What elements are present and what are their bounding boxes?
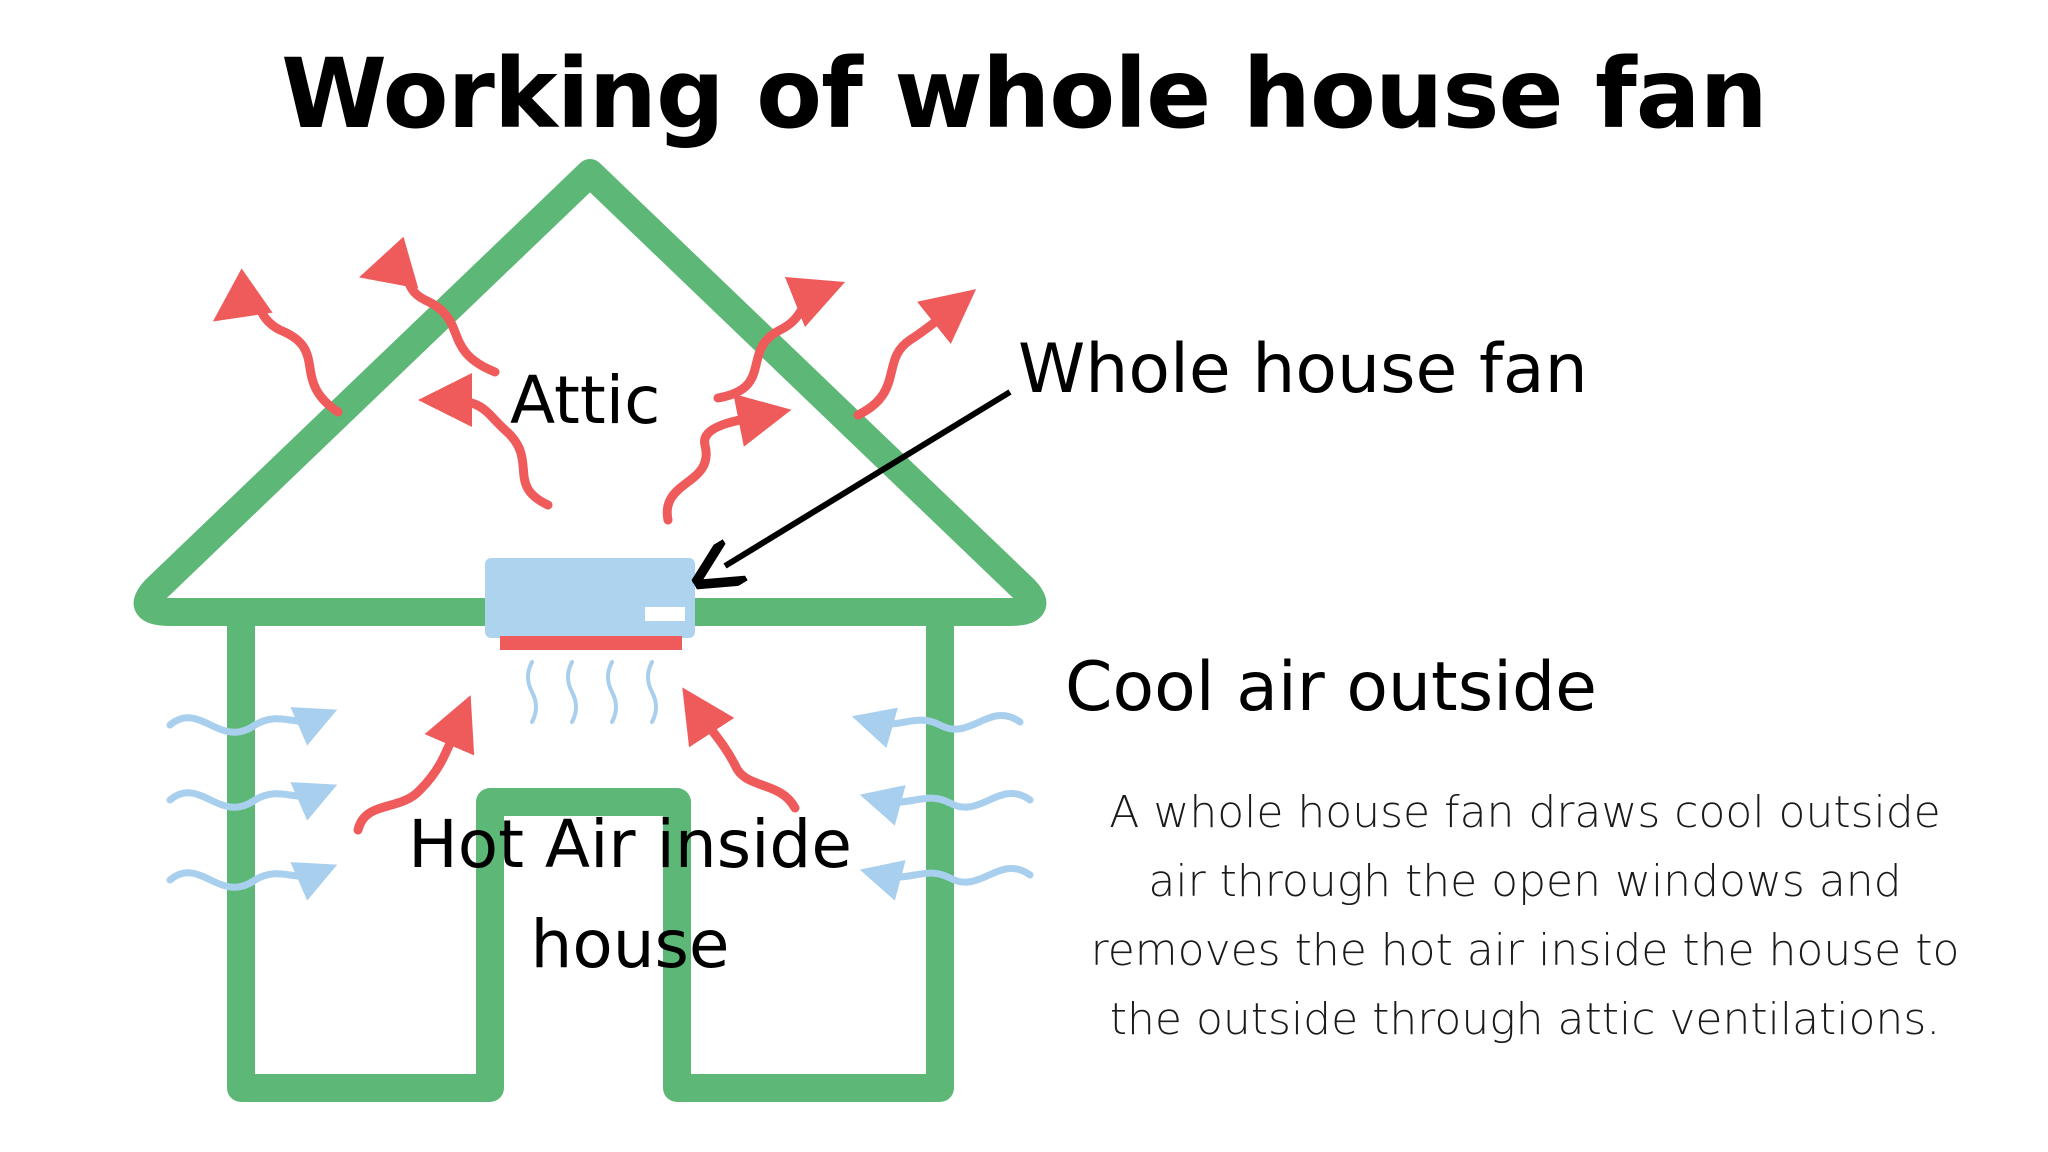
wavy-hot-air-arrow-icon	[713, 276, 846, 403]
wavy-hot-air-arrow-icon	[853, 289, 977, 420]
wavy-hot-air-arrow-icon	[212, 268, 343, 417]
whole-house-fan-icon	[485, 558, 695, 724]
diagram-title: Working of whole house fan	[281, 38, 1768, 150]
hot-air-inside-label: Hot Air inside house	[408, 806, 852, 983]
wavy-cool-air-arrow-icon	[166, 862, 338, 901]
cool-air-arrows	[166, 707, 1034, 901]
fan-body	[485, 558, 695, 638]
cool-air-outside-label: Cool air outside	[1065, 648, 1598, 727]
fan-pointer-arrow	[725, 389, 1012, 566]
hot-air-arrows	[212, 236, 977, 835]
fan-base-strip	[500, 636, 682, 650]
wavy-hot-air-arrow-icon	[353, 695, 475, 835]
wavy-hot-air-arrow-icon	[418, 373, 553, 510]
description-text: A whole house fan draws cool outside air…	[1090, 787, 1960, 1045]
whole-house-fan-label: Whole house fan	[1018, 330, 1588, 409]
wavy-cool-air-arrow-icon	[859, 785, 1034, 826]
attic-label: Attic	[510, 362, 661, 439]
wavy-hot-air-arrow-icon	[682, 687, 800, 813]
wavy-hot-air-arrow-icon	[662, 393, 792, 525]
wavy-cool-air-arrow-icon	[859, 860, 1034, 901]
fan-indicator	[645, 607, 685, 621]
wavy-hot-air-arrow-icon	[359, 236, 500, 377]
fan-airflow-lines	[526, 660, 658, 724]
wavy-cool-air-arrow-icon	[851, 707, 1024, 748]
wavy-cool-air-arrow-icon	[166, 707, 338, 746]
wavy-cool-air-arrow-icon	[166, 782, 338, 821]
house-walls-outline	[227, 598, 954, 1102]
